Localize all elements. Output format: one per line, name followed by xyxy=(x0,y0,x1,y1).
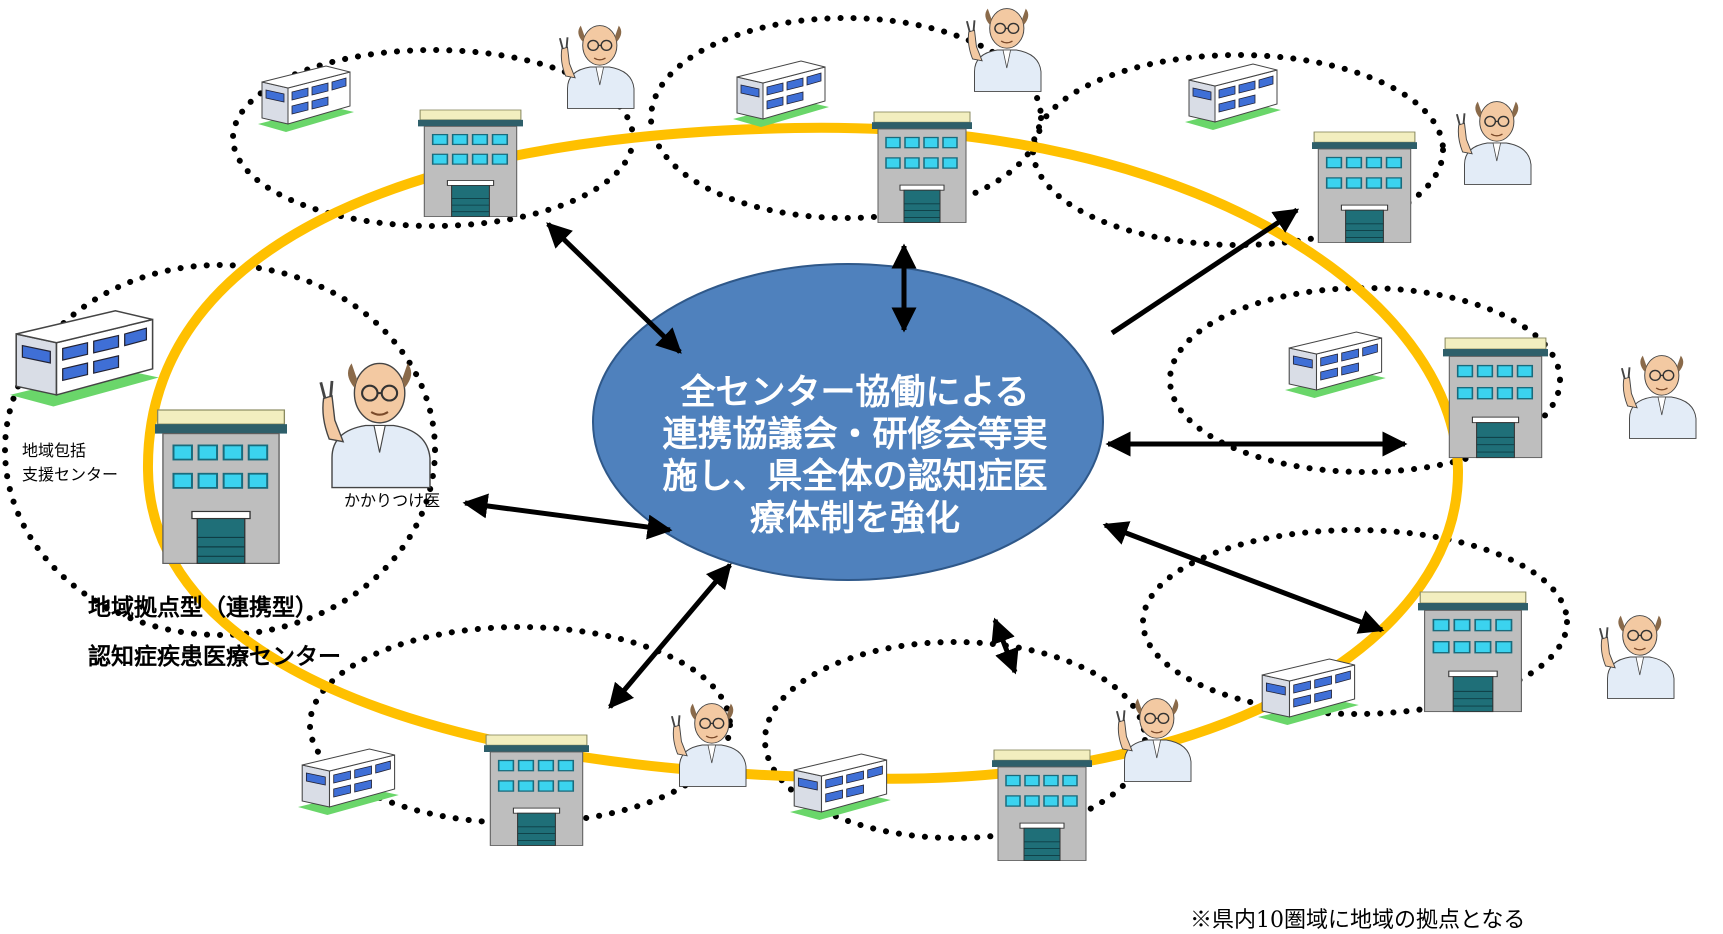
connection-arrows xyxy=(462,222,1408,709)
support-center-left xyxy=(9,310,160,408)
hub-line-4: 療体制を強化 xyxy=(749,499,960,539)
building-right xyxy=(1442,337,1549,459)
arrow-bottom-right xyxy=(1102,521,1385,634)
support-center-top-right xyxy=(1184,63,1282,131)
hub-line-3: 施し、県全体の認知症医 xyxy=(662,457,1048,497)
support-center-label-line1: 地域包括 xyxy=(22,441,87,460)
family-doctor-label: かかりつけ医 xyxy=(344,491,441,510)
support-center-bottom-left xyxy=(297,748,400,816)
doctor-icon-top-right xyxy=(1455,100,1532,186)
arrow-bottom-center xyxy=(991,617,1019,675)
area-right xyxy=(1167,285,1563,475)
arrow-top-right xyxy=(1110,207,1300,336)
building-bottom-center xyxy=(991,749,1093,862)
arrow-left xyxy=(462,493,673,540)
area-top-center xyxy=(648,15,1044,221)
doctor-icon-left xyxy=(319,361,432,490)
building-bottom-right xyxy=(1417,591,1529,713)
arrow-top-left xyxy=(546,222,682,354)
hub-text: 全センター協働による 連携協議会・研修会等実 施し、県全体の認知症医 療体制を強… xyxy=(600,372,1110,540)
building-top-left xyxy=(417,109,524,218)
hub-line-2: 連携協議会・研修会等実 xyxy=(662,415,1048,455)
building-bottom-left xyxy=(483,734,590,847)
doctor-icon-top-center xyxy=(965,7,1042,93)
area-left xyxy=(2,262,438,638)
building-top-right xyxy=(1311,131,1418,244)
center-type-label: 地域拠点型（連携型） xyxy=(88,595,318,621)
doctor-icon-right xyxy=(1620,354,1697,440)
support-center-bottom-center xyxy=(789,753,892,821)
building-top-center xyxy=(871,111,973,224)
arrow-bottom-left xyxy=(608,563,732,709)
regional-areas xyxy=(2,15,1570,841)
center-name-label: 認知症疾患医療センター xyxy=(88,644,341,670)
doctor-icon-top-left xyxy=(558,24,635,110)
footnote: ※県内10圏域に地域の拠点となる xyxy=(1190,908,1526,933)
hub-line-1: 全センター協働による xyxy=(680,373,1030,413)
support-center-right xyxy=(1284,331,1387,399)
doctor-icon-bottom-left xyxy=(670,702,747,788)
doctor-icon-bottom-right xyxy=(1598,614,1675,700)
hub-ellipse xyxy=(592,263,1104,581)
support-center-top-center xyxy=(732,60,830,128)
support-center-top-left xyxy=(257,65,355,133)
building-left-large xyxy=(154,409,288,565)
support-center-label-line2: 支援センター xyxy=(22,465,119,484)
